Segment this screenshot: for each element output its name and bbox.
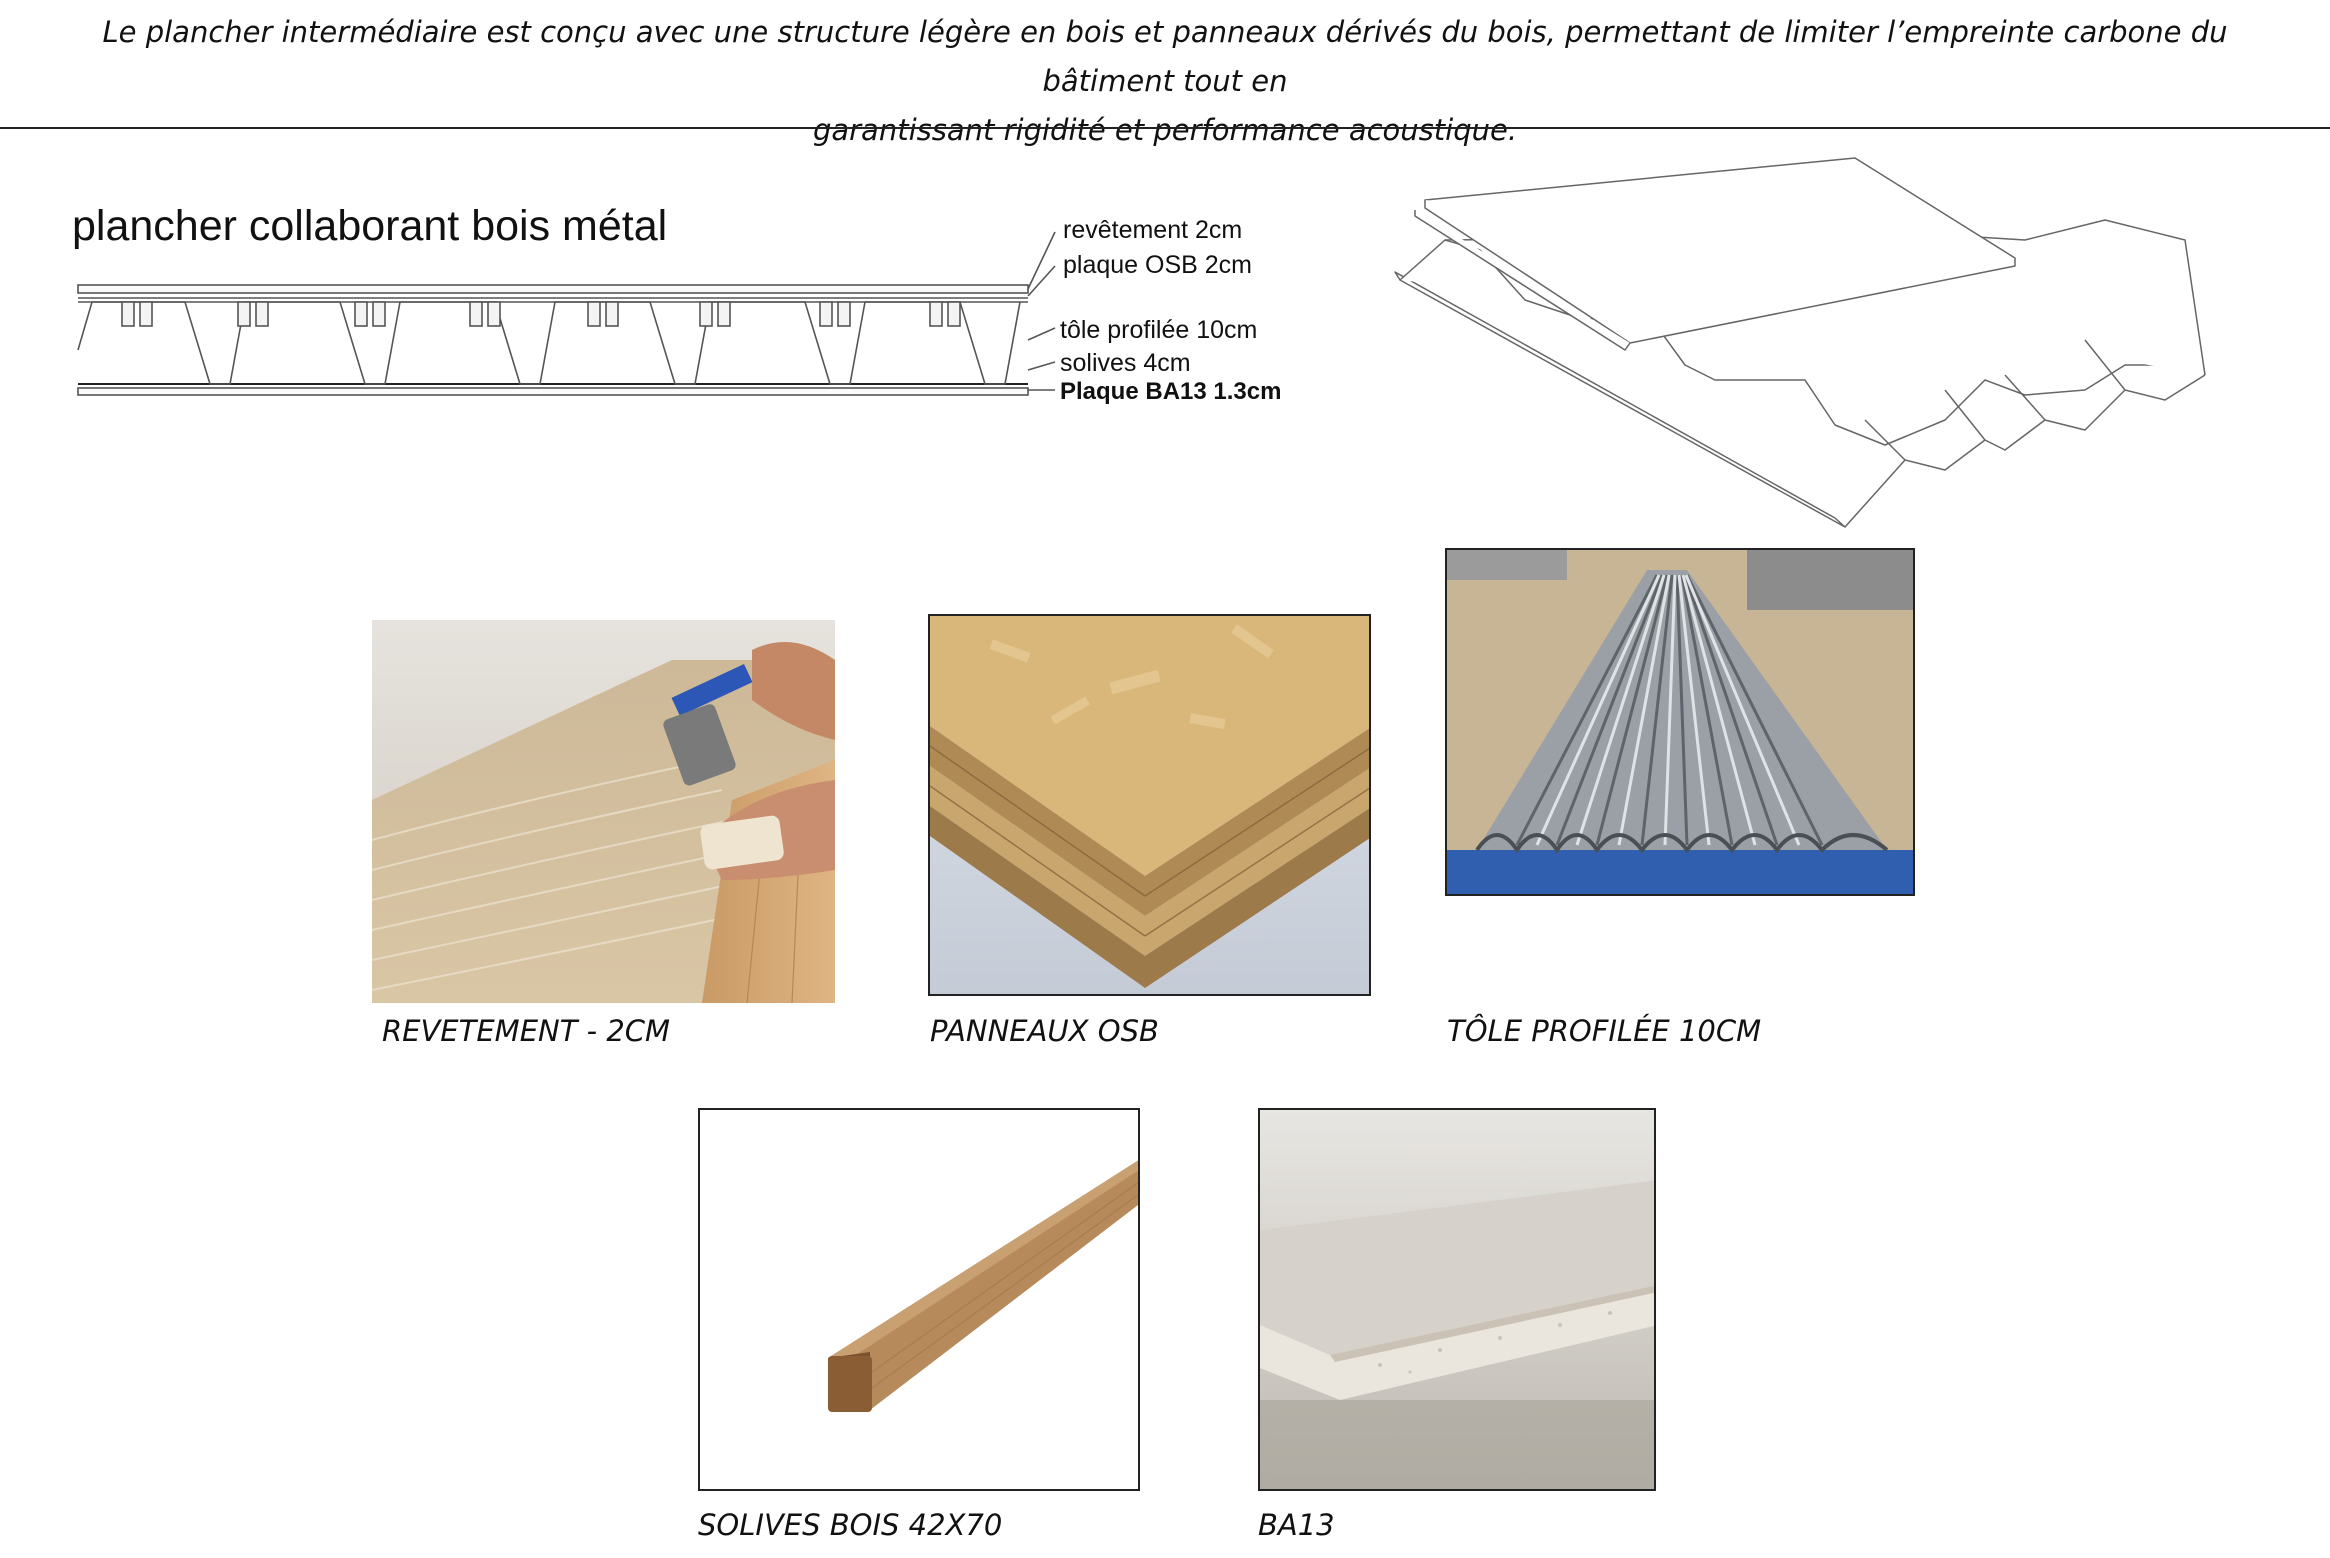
label-solives: solives 4cm bbox=[1060, 349, 1191, 377]
photo-osb bbox=[928, 614, 1371, 996]
divider-line bbox=[0, 127, 2330, 129]
label-osb: plaque OSB 2cm bbox=[1063, 251, 1252, 279]
photo-ba13 bbox=[1258, 1108, 1656, 1491]
isometric-floor-drawing bbox=[1394, 157, 2206, 528]
intro-line-1: Le plancher intermédiaire est conçu avec… bbox=[102, 15, 2228, 98]
caption-ba13: BA13 bbox=[1258, 1508, 1335, 1542]
caption-solives: SOLIVES BOIS 42X70 bbox=[698, 1508, 1003, 1542]
caption-revetement: REVETEMENT - 2CM bbox=[382, 1014, 671, 1048]
photo-tole bbox=[1445, 548, 1915, 896]
label-tole: tôle profilée 10cm bbox=[1060, 316, 1258, 344]
caption-tole: TÔLE PROFILÉE 10CM bbox=[1447, 1014, 1762, 1048]
caption-osb: PANNEAUX OSB bbox=[930, 1014, 1159, 1048]
label-ba13: Plaque BA13 1.3cm bbox=[1060, 378, 1282, 405]
photo-solives bbox=[698, 1108, 1140, 1491]
photo-revetement bbox=[372, 620, 835, 1003]
label-revetement: revêtement 2cm bbox=[1063, 216, 1243, 244]
floor-section-drawing bbox=[77, 231, 1056, 396]
intro-line-2: garantissant rigidité et performance aco… bbox=[812, 113, 1518, 147]
intro-text: Le plancher intermédiaire est conçu avec… bbox=[80, 8, 2250, 155]
section-title: plancher collaborant bois métal bbox=[72, 202, 668, 250]
